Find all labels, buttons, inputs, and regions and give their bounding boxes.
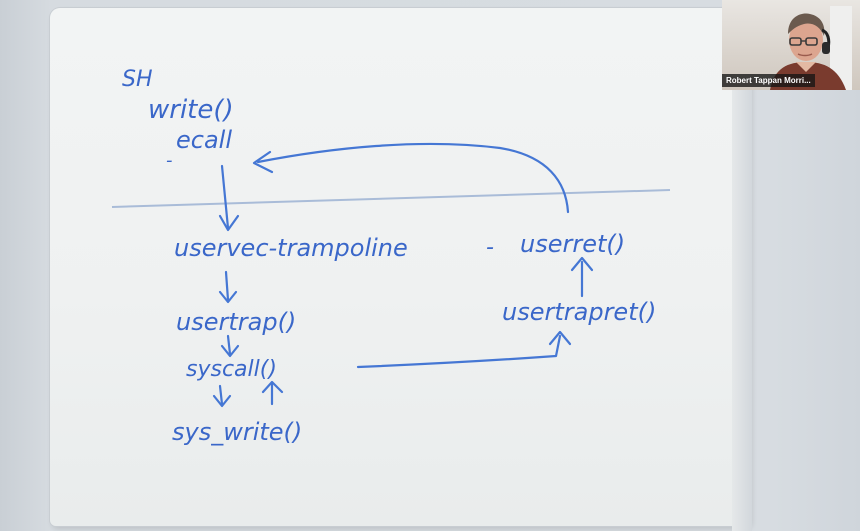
text-uservec-trampoline: uservec-trampoline <box>174 234 408 262</box>
arrowhead-ecall-down <box>218 214 240 232</box>
user-kernel-divider <box>111 189 671 208</box>
text-ecall: ecall <box>176 126 232 154</box>
whiteboard <box>50 8 750 526</box>
arrow-syscall-to-syswrite <box>218 384 224 406</box>
whiteboard-edge <box>732 0 752 531</box>
arrowhead-syswrite-to-syscall <box>261 380 284 394</box>
arrow-usertrap-to-syscall <box>226 334 232 356</box>
text-syscall: syscall() <box>186 357 277 382</box>
text-sh: SH <box>122 67 153 92</box>
arrowhead-usertrap-to-syscall <box>220 344 240 358</box>
text-userret: userret() <box>520 230 625 258</box>
participant-name-label: Robert Tappan Morri... <box>722 74 815 87</box>
arrow-ecall-down <box>220 164 230 230</box>
text-dash-mark: - <box>166 150 173 171</box>
text-sys-write: sys_write() <box>172 418 302 446</box>
arrow-syscall-to-usertrapret <box>356 334 562 369</box>
arrowhead-syscall-to-syswrite <box>212 394 232 408</box>
arrow-uservec-to-usertrap <box>224 270 230 302</box>
text-usertrapret: usertrapret() <box>502 298 656 326</box>
participant-video-tile[interactable]: Robert Tappan Morri... <box>722 0 860 90</box>
text-usertrap: usertrap() <box>176 308 296 336</box>
arrowhead-usertrapret-to-userret <box>570 256 594 272</box>
flow-arrows <box>212 142 594 408</box>
text-write: write() <box>148 95 234 125</box>
text-uservec-dash: - <box>486 235 494 260</box>
arrowhead-syscall-to-usertrapret <box>548 330 572 346</box>
arrow-userret-to-ecall <box>256 142 570 214</box>
arrowhead-uservec-to-usertrap <box>218 290 238 304</box>
arrowhead-userret-to-ecall <box>252 150 274 174</box>
